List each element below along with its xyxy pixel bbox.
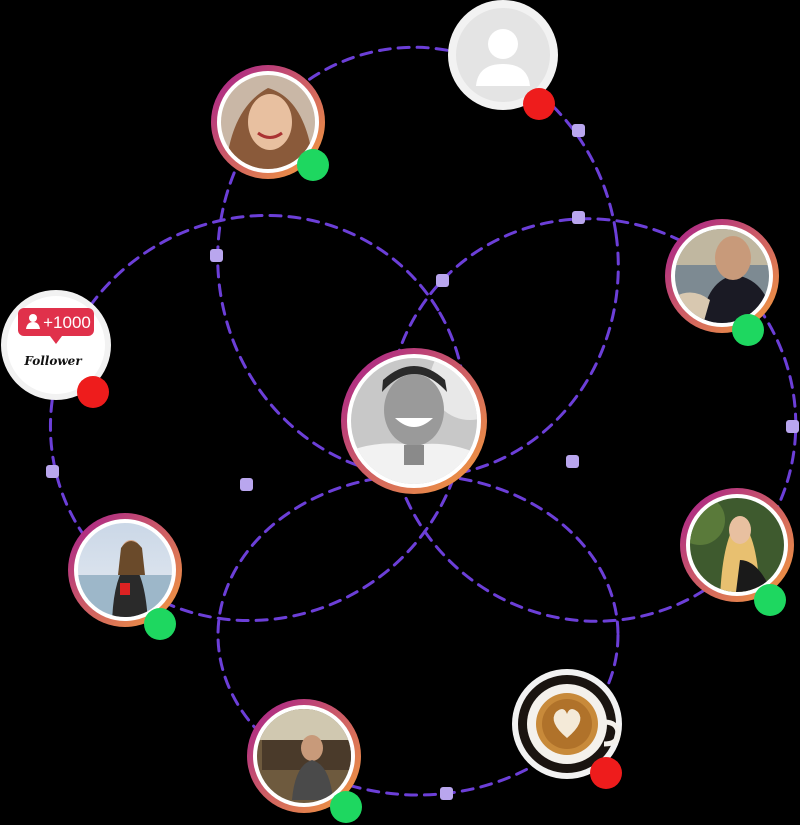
woman-smiling-profile-avatar[interactable]	[211, 65, 325, 180]
link-ring-bottom	[216, 473, 620, 797]
man-seated-profile-avatar[interactable]	[247, 699, 362, 815]
man-in-car-profile-avatar[interactable]	[665, 219, 780, 335]
coffee-cup-status-dot	[590, 757, 622, 789]
woman-blonde-status-dot	[754, 584, 786, 616]
latte-heart-icon	[553, 708, 581, 738]
woman-blonde-profile-avatar[interactable]	[675, 488, 795, 605]
default-user-status-dot	[523, 88, 555, 120]
woman-beach-status-dot	[144, 608, 176, 640]
man-in-car-status-dot	[732, 314, 764, 346]
follower-count: +1000	[43, 313, 91, 332]
follower-label: Follower	[23, 354, 83, 368]
follower-status-dot	[77, 376, 109, 408]
man-seated-status-dot	[330, 791, 362, 823]
center-profile-avatar[interactable]	[341, 340, 510, 494]
link-ring-left	[48, 213, 468, 623]
connector-nodes	[46, 124, 799, 800]
woman-beach-profile-avatar[interactable]	[68, 513, 183, 630]
user-silhouette-icon	[476, 29, 530, 86]
woman-smiling-status-dot	[297, 149, 329, 181]
default-user-profile-avatar[interactable]	[448, 0, 558, 110]
follower-badge[interactable]: +1000 Follower	[1, 290, 111, 400]
coffee-cup-profile-avatar[interactable]	[512, 669, 622, 779]
user-plus-icon	[26, 314, 40, 329]
